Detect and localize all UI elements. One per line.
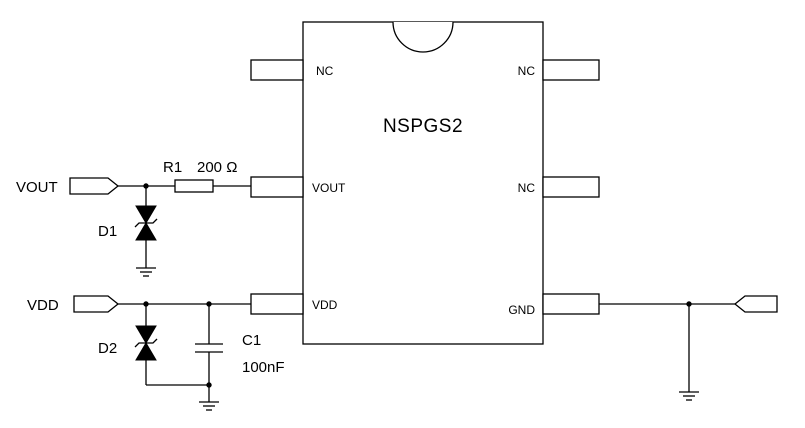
r1-value: 200 Ω [197,159,237,176]
pin-label-left-top: NC [316,64,334,78]
ground-icon [679,391,699,401]
gnd-circuit [599,295,778,401]
ground-icon [199,401,219,411]
pin-label-left-bot: VDD [312,298,338,312]
pin-stub-left-top [250,59,304,81]
pin-stub-right-top [542,59,600,81]
vout-port-connector-icon [69,177,120,195]
ic-notch [392,21,454,53]
ic-package: NSPGS2 [302,21,544,345]
pin-stub-right-bot [542,293,600,315]
tvs-diode-icon [134,205,158,241]
capacitor-icon [195,343,223,353]
pin-label-right-mid: NC [518,181,536,195]
vout-circuit: VOUT R1 200 Ω D1 [16,159,251,277]
pin-label-right-bot: GND [508,303,535,317]
pin-label-left-mid: VOUT [312,181,346,195]
pin-stub-left-mid [250,176,304,198]
d2-ref: D2 [98,340,117,357]
r1-ref: R1 [163,159,182,176]
c1-ref: C1 [242,332,261,349]
resistor-icon [174,179,214,193]
ic-body [302,21,544,345]
gnd-junction-left [206,382,212,388]
pin-stub-right-mid [542,176,600,198]
ic-name: NSPGS2 [383,116,463,137]
d1-ref: D1 [98,223,117,240]
vdd-port-connector-icon [73,295,120,313]
ic-pins: NC VOUT VDD NC NC GND [250,59,600,317]
vdd-circuit: VDD D2 C1 100nF [27,295,285,411]
c1-value: 100nF [242,359,285,376]
vdd-port-label: VDD [27,297,59,314]
tvs-diode-icon [134,325,158,361]
vout-port-label: VOUT [16,179,58,196]
gnd-port-connector-icon [733,295,778,313]
ground-icon [136,267,156,277]
pin-stub-left-bot [250,293,304,315]
pin-label-right-top: NC [518,64,536,78]
